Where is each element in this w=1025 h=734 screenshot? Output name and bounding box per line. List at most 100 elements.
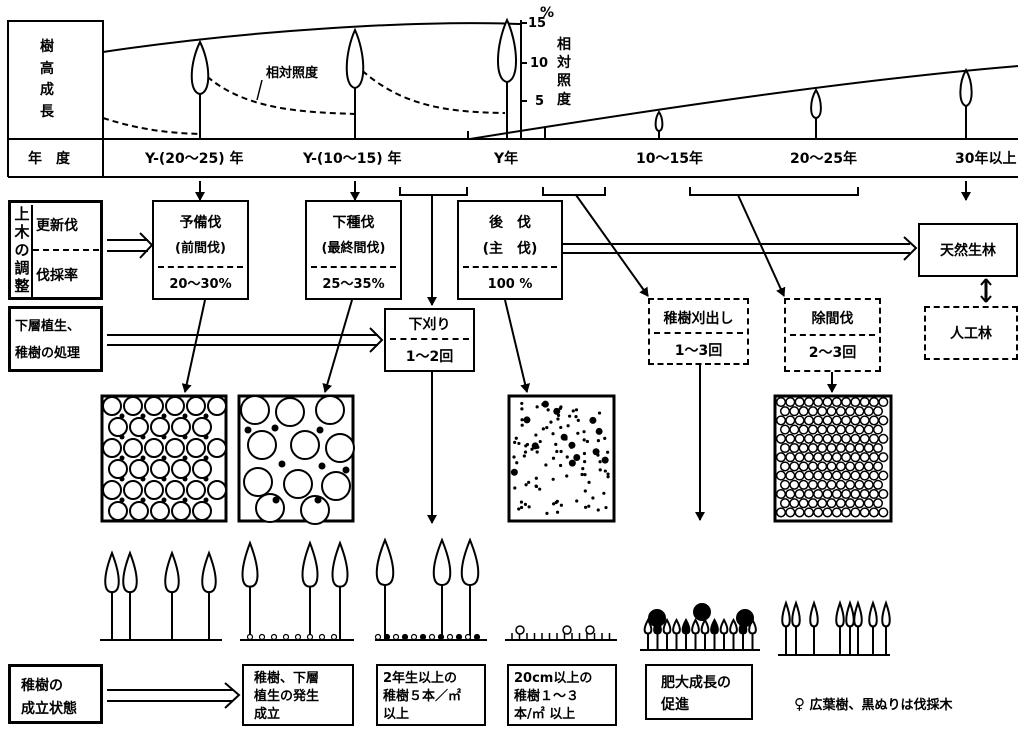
crown-circle: [166, 397, 184, 415]
preparatory-cutting-box: 予備伐 (前間伐) 20～30%: [152, 200, 249, 300]
tree-dot: [162, 414, 167, 419]
seedling-dot: [577, 419, 580, 422]
tree-dot: [120, 435, 125, 440]
tree-dot: [204, 456, 209, 461]
crown-cell: [846, 425, 855, 434]
overstory-adjustment-box: 上木の調整 更新伐 伐採率: [8, 200, 103, 300]
crown-circle: [151, 460, 169, 478]
crown-cell: [823, 508, 832, 517]
stand-illustrations: [100, 540, 890, 655]
seedling-dot: [549, 421, 552, 424]
tree-icon: [960, 70, 971, 139]
broadleaf-icon: [516, 626, 524, 634]
crown-cell: [879, 471, 888, 480]
crown-cell: [870, 453, 879, 462]
tick-label-15: 15: [528, 17, 546, 30]
seedling-establishment-label-box: 稚樹の 成立状態: [8, 664, 103, 724]
seedling-dot: [554, 443, 557, 446]
seedling-dot: [574, 415, 577, 418]
seedling-dot: [583, 460, 586, 463]
stage-line: 肥大成長の: [661, 676, 731, 690]
seedling-dot: [524, 450, 527, 453]
crown-cell: [855, 499, 864, 508]
seedling-dot: [513, 441, 516, 444]
crown-cell: [842, 416, 851, 425]
tree-dot: [162, 435, 167, 440]
crown-circle: [109, 418, 127, 436]
crown-cell: [837, 499, 846, 508]
crown-cell: [795, 416, 804, 425]
seedling-dot: [552, 457, 555, 460]
crown-cell: [818, 444, 827, 453]
artificial-forest-box: 人工林: [924, 306, 1018, 360]
regeneration-cutting-label: 更新伐: [36, 219, 78, 233]
broadleaf-icon: ♀: [794, 695, 805, 713]
seedling-dot: [512, 455, 515, 458]
crown-cell: [833, 435, 842, 444]
crown-cell: [870, 490, 879, 499]
crown-cell: [837, 407, 846, 416]
op-subtitle: (前間伐): [154, 242, 247, 255]
seedling-dot: [581, 473, 584, 476]
crown-cell: [855, 462, 864, 471]
stage-box: 稚樹、下層 植生の発生 成立: [242, 664, 354, 726]
seedling-dot: [527, 481, 530, 484]
stand-pattern-2: [239, 396, 354, 524]
year-item: Y-(20～25) 年: [145, 152, 244, 166]
crown-cell: [837, 425, 846, 434]
tree-icon: [165, 553, 179, 640]
tree-dot: [204, 477, 209, 482]
seedling-dot: [568, 442, 575, 449]
crown-circle: [244, 468, 272, 496]
crown-cell: [799, 407, 808, 416]
crown-cell: [781, 481, 790, 490]
tree-dot: [183, 435, 188, 440]
seedling-dot: [584, 506, 587, 509]
tree-icon: [811, 90, 821, 139]
tree-icon: [721, 620, 728, 650]
seedling-dot: [573, 454, 580, 461]
seedling-dot: [597, 439, 600, 442]
crown-cell: [814, 435, 823, 444]
stage-line: 稚樹、下層: [254, 672, 319, 685]
crown-cell: [818, 425, 827, 434]
crown-cell: [786, 398, 795, 407]
crown-circle: [284, 470, 312, 498]
seedling-dot: [520, 506, 523, 509]
crown-cell: [827, 407, 836, 416]
crown-circle: [241, 396, 269, 424]
crown-cell: [860, 471, 869, 480]
stage-line: 2年生以上の: [383, 672, 457, 685]
tree-icon: [702, 620, 709, 650]
artificial-forest-label: 人工林: [926, 327, 1016, 341]
seedling-dot: [517, 442, 520, 445]
stage-box: 20cm以上の 稚樹１～３ 本/㎡ 以上: [507, 664, 617, 726]
crown-cell: [777, 490, 786, 499]
tree-dot: [141, 456, 146, 461]
legend: ♀ 広葉樹、黒ぬりは伐採木: [794, 697, 953, 712]
felled-broadleaf: [649, 610, 665, 626]
year-item: 20～25年: [790, 152, 857, 166]
stage-line: 成立: [254, 708, 280, 721]
seedling-dot: [523, 454, 526, 457]
seedling-dot: [517, 507, 520, 510]
crown-cell: [860, 398, 869, 407]
crown-cell: [864, 462, 873, 471]
tree-dot: [183, 477, 188, 482]
tree-icon: [462, 540, 479, 640]
crown-cell: [870, 471, 879, 480]
seedling-dot: [520, 402, 523, 405]
crown-cell: [818, 499, 827, 508]
crown-cell: [786, 435, 795, 444]
crown-cell: [805, 471, 814, 480]
divider: [790, 334, 875, 336]
tree-icon: [711, 620, 718, 650]
stand-pattern-1: [102, 396, 226, 521]
divider: [390, 338, 469, 340]
crown-cell: [777, 453, 786, 462]
crown-cell: [809, 407, 818, 416]
crown-cell: [860, 508, 869, 517]
tick-label-10: 10: [530, 57, 548, 70]
crown-cell: [879, 508, 888, 517]
crown-cell: [823, 453, 832, 462]
